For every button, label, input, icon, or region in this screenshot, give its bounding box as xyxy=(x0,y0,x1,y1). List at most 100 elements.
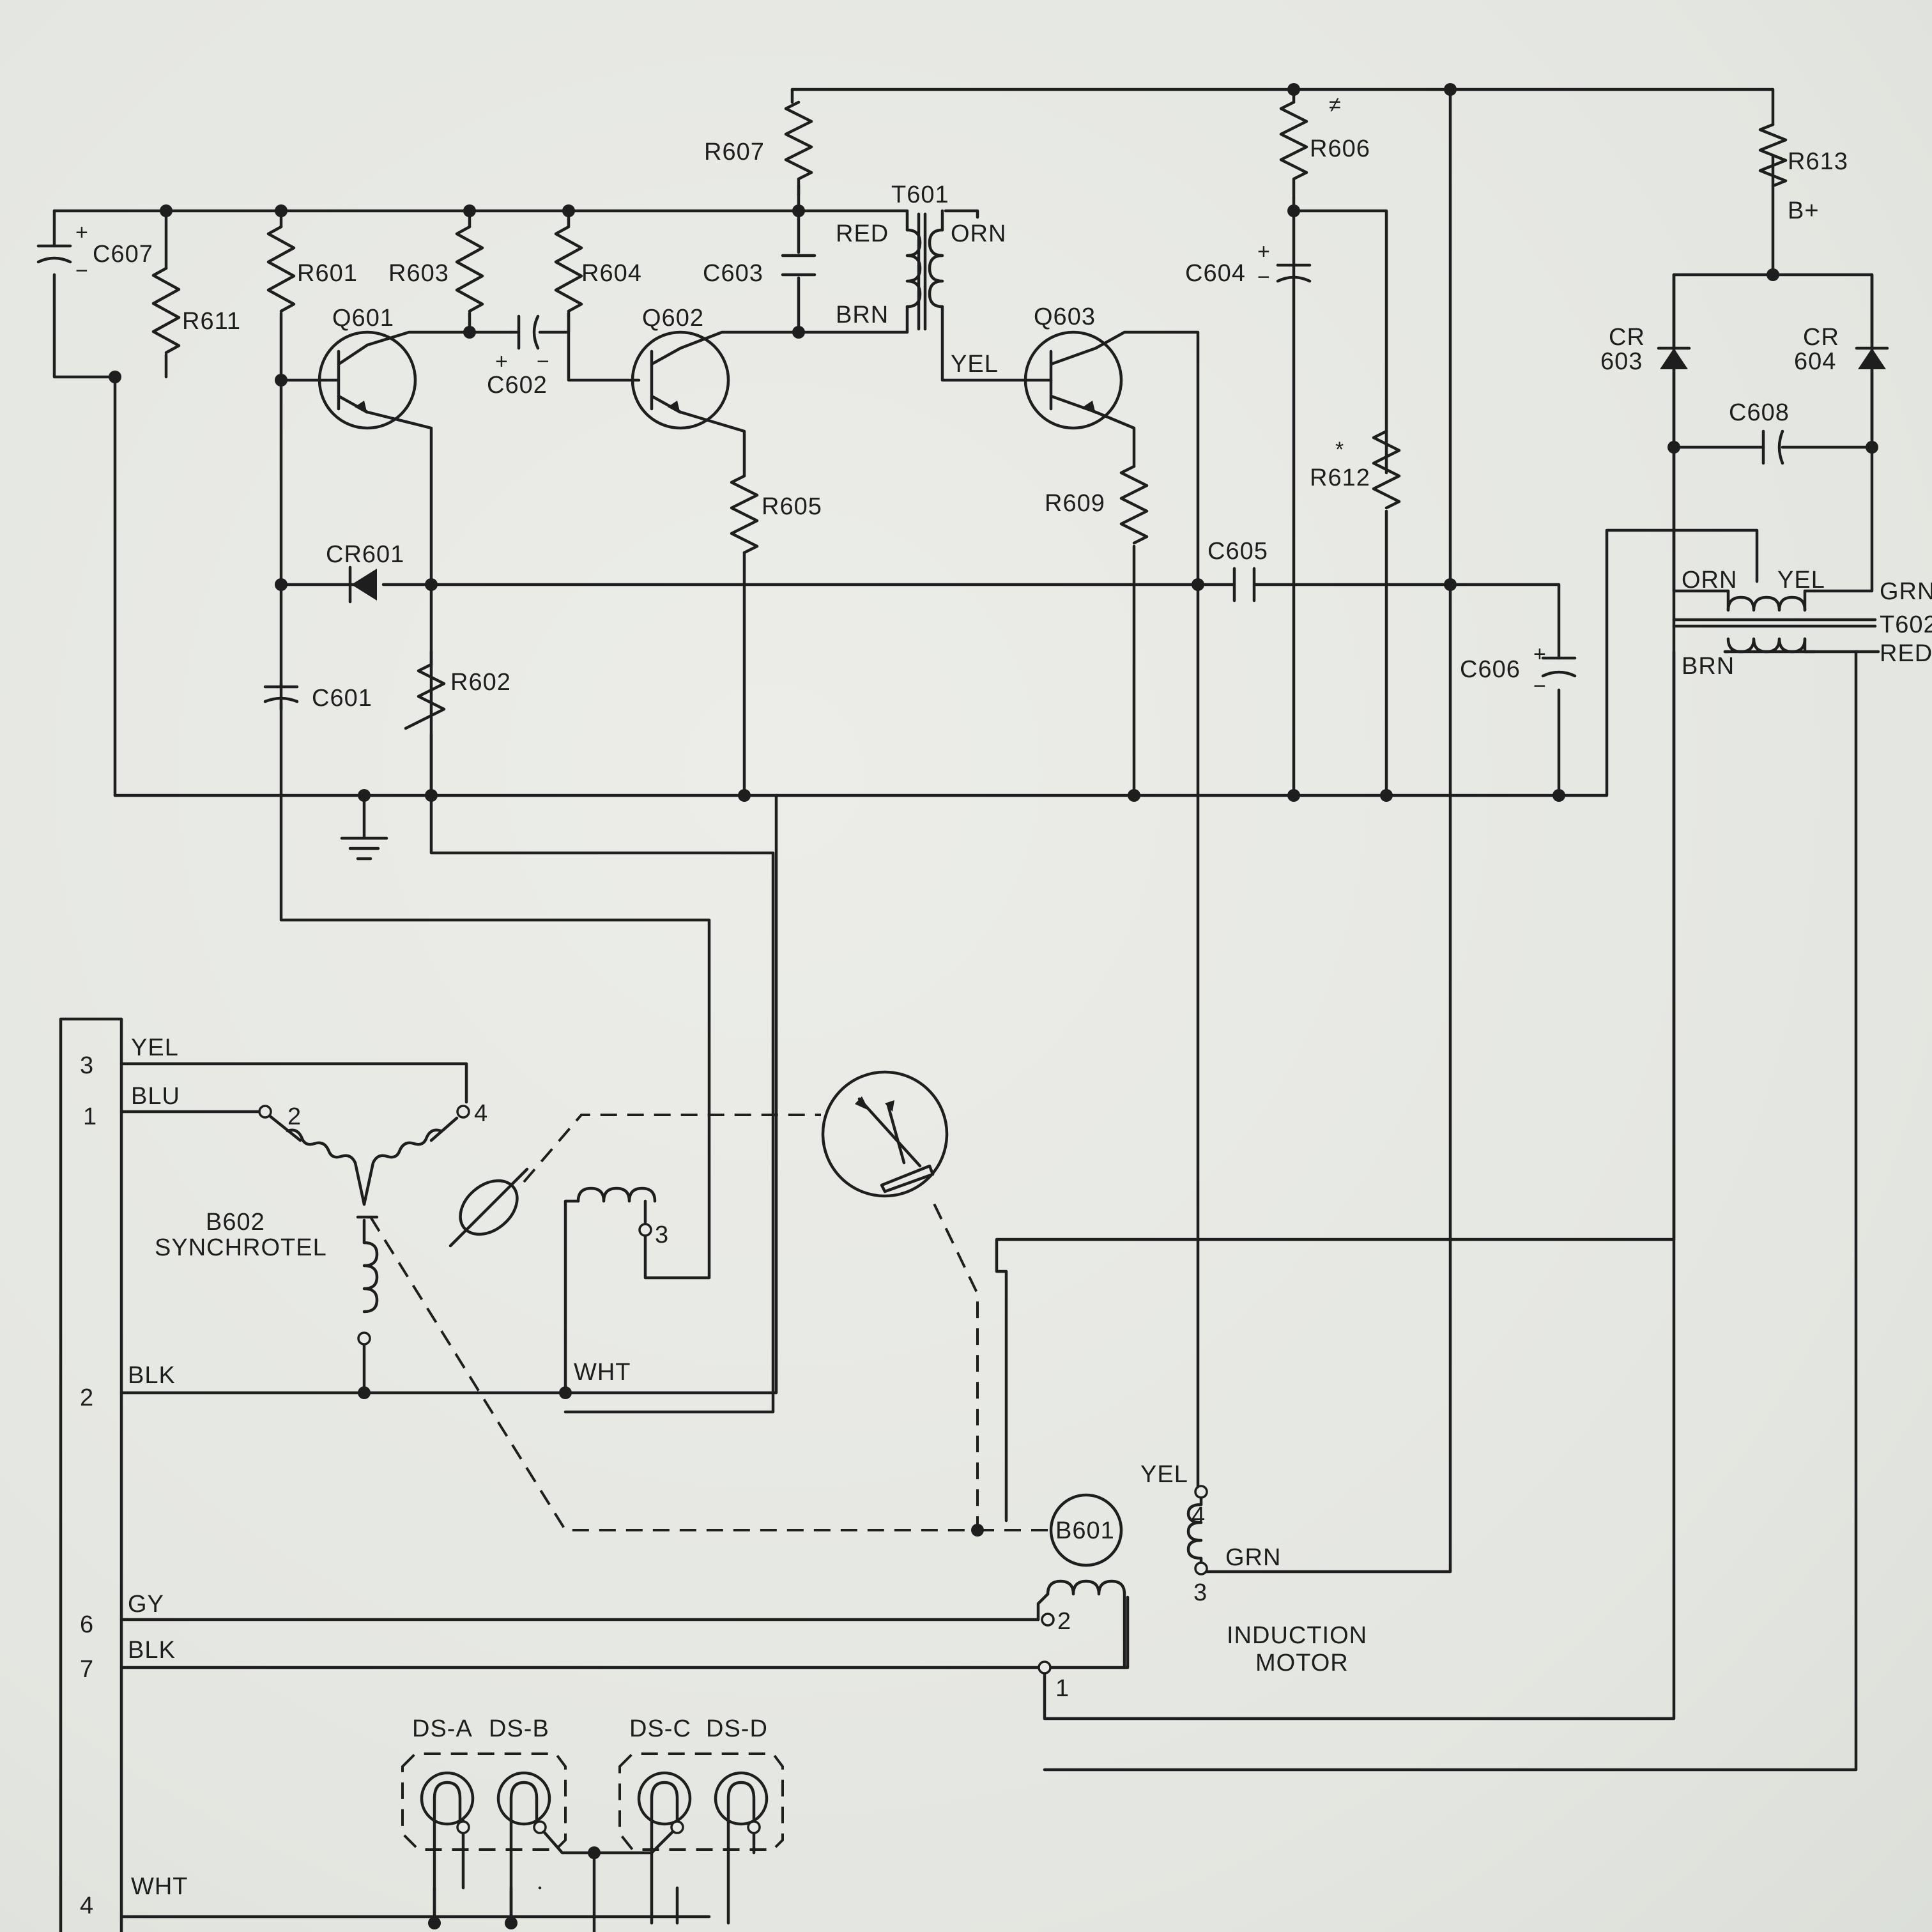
label-t601-orn: ORN xyxy=(951,220,1006,247)
label-cr604-a: CR xyxy=(1803,324,1839,351)
junction-dots xyxy=(109,83,1878,1929)
label-r605: R605 xyxy=(762,493,822,520)
resistors xyxy=(151,100,1788,730)
label-r613: R613 xyxy=(1788,148,1848,175)
terminal-pin-3: 3 xyxy=(80,1052,94,1079)
terminal-circles xyxy=(258,1105,1208,1834)
label-ds-c: DS-C xyxy=(629,1715,691,1742)
label-r609: R609 xyxy=(1045,490,1105,517)
induction-motor xyxy=(1046,1493,1203,1669)
synchrotel-windings xyxy=(286,1128,657,1314)
label-r603: R603 xyxy=(388,260,449,287)
label-cr603-a: CR xyxy=(1609,324,1645,351)
label-cr601: CR601 xyxy=(326,541,404,568)
label-bplus: B+ xyxy=(1788,197,1820,224)
lamp-ds-b xyxy=(496,1771,551,1829)
label-q603: Q603 xyxy=(1034,303,1096,330)
c607-minus: − xyxy=(75,259,89,283)
r611-symbol xyxy=(151,266,181,355)
label-c602: C602 xyxy=(487,372,548,399)
q602-symbol xyxy=(631,330,730,430)
label-t602-yel: YEL xyxy=(1777,567,1825,594)
label-c607: C607 xyxy=(93,241,153,268)
wiring xyxy=(52,88,1880,1932)
label-c604: C604 xyxy=(1185,260,1246,287)
wire-blu: BLU xyxy=(131,1083,180,1110)
wire-yel: YEL xyxy=(131,1034,179,1061)
c604-minus: − xyxy=(1257,265,1271,289)
motor-caption-2: MOTOR xyxy=(1255,1650,1349,1676)
motor-yel: YEL xyxy=(1140,1461,1188,1488)
transformer-t601 xyxy=(905,212,944,331)
cr603-symbol xyxy=(1660,348,1688,369)
label-ds-d: DS-D xyxy=(706,1715,768,1742)
label-cr604-b: 604 xyxy=(1794,348,1836,375)
motor-pin-1: 1 xyxy=(1055,1675,1070,1702)
motor-pin-3: 3 xyxy=(1193,1579,1208,1606)
label-cr603-b: 603 xyxy=(1600,348,1643,375)
label-q601: Q601 xyxy=(332,305,394,332)
meter-indicator xyxy=(821,1070,949,1198)
motor-caption-1: INDUCTION xyxy=(1227,1622,1367,1649)
label-t602: T602 xyxy=(1880,611,1932,638)
r613-symbol xyxy=(1758,123,1788,188)
b601-circle xyxy=(1049,1493,1123,1567)
c606-minus: − xyxy=(1533,674,1547,698)
label-r607: R607 xyxy=(704,139,765,165)
motor-grn: GRN xyxy=(1225,1544,1281,1571)
synchrotel-pin-3: 3 xyxy=(655,1222,669,1248)
synchrotel-type: SYNCHROTEL xyxy=(155,1234,327,1261)
r602-symbol xyxy=(404,663,446,730)
terminal-pin-7: 7 xyxy=(80,1656,94,1683)
label-c605: C605 xyxy=(1208,538,1268,565)
q601-symbol xyxy=(318,330,417,430)
label-t602-brn: BRN xyxy=(1682,653,1735,680)
mark-r612: * xyxy=(1335,438,1344,462)
lamp-group-ab xyxy=(401,1752,567,1851)
label-q602: Q602 xyxy=(642,305,704,332)
synchrotel-wht: WHT xyxy=(574,1359,631,1386)
transistors xyxy=(318,330,1123,430)
label-r606: R606 xyxy=(1310,135,1370,162)
label-c608: C608 xyxy=(1729,399,1790,426)
lamp-ds-c xyxy=(637,1771,692,1829)
indicator-lamps xyxy=(401,1752,784,1925)
wire-gy: GY xyxy=(128,1591,164,1618)
transformer-t602 xyxy=(1672,589,1877,654)
lamp-ds-d xyxy=(714,1771,769,1829)
label-r602: R602 xyxy=(450,669,511,696)
wire-blk: BLK xyxy=(128,1362,176,1389)
label-c603: C603 xyxy=(703,260,763,287)
label-ds-a: DS-A xyxy=(412,1715,473,1742)
c607-plus: + xyxy=(75,220,89,245)
label-t601-yel: YEL xyxy=(951,351,999,378)
synchrotel-name: B602 xyxy=(206,1209,265,1236)
synchrotel-pin-4: 4 xyxy=(474,1100,488,1127)
capacitors xyxy=(36,244,1784,703)
terminal-pin-4: 4 xyxy=(80,1892,94,1919)
diodes xyxy=(348,346,1889,604)
wire-wht: WHT xyxy=(131,1873,188,1900)
motor-pin-4: 4 xyxy=(1192,1503,1206,1529)
mark-r606: ≠ xyxy=(1329,93,1342,117)
terminal-pin-2: 2 xyxy=(80,1384,94,1411)
motor-pin-2: 2 xyxy=(1057,1608,1071,1635)
cr601-symbol xyxy=(351,569,377,601)
r609-symbol xyxy=(1119,464,1149,545)
label-c601: C601 xyxy=(312,685,372,712)
c602-plus: + xyxy=(495,349,509,374)
wire-blk-2: BLK xyxy=(128,1637,176,1664)
label-r604: R604 xyxy=(581,260,642,287)
ground-symbol xyxy=(340,836,388,861)
c606-plus: + xyxy=(1533,642,1547,666)
lamp-group-cd xyxy=(618,1752,784,1851)
r601-symbol xyxy=(266,225,296,313)
label-ds-b: DS-B xyxy=(489,1715,549,1742)
labels: R607 R606 ≠ R613 B+ T601 RED ORN BRN YEL… xyxy=(75,93,1932,1919)
terminal-pin-1: 1 xyxy=(83,1103,97,1130)
r605-symbol xyxy=(730,474,759,555)
label-t602-grn: GRN xyxy=(1880,578,1932,605)
label-t601: T601 xyxy=(891,181,949,208)
label-r601: R601 xyxy=(297,260,358,287)
